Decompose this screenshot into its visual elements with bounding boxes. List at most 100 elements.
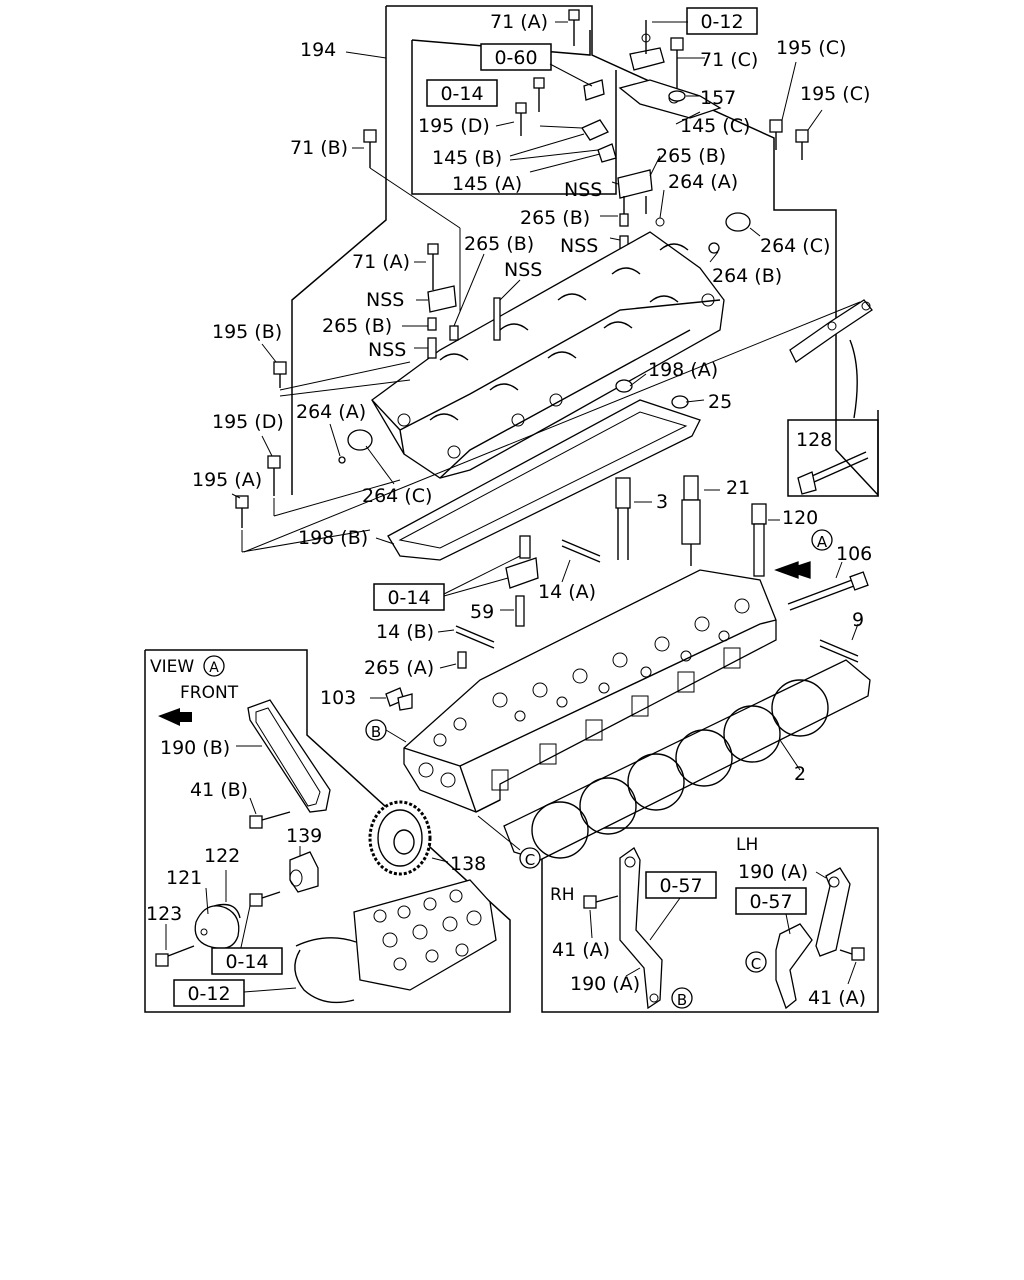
label-195b: 195 (B)	[212, 321, 282, 343]
ref-box-0-12-view: 0-12	[173, 979, 245, 1007]
marker-b-rh: B	[677, 991, 687, 1009]
label-71a-top: 71 (A)	[490, 11, 548, 33]
label-41a-rh: 41 (A)	[552, 939, 610, 961]
label-157: 157	[700, 87, 736, 109]
circle-c-marker	[519, 847, 541, 869]
label-front: FRONT	[180, 683, 239, 703]
label-128: 128	[796, 429, 832, 451]
label-264a-b: 264 (A)	[296, 401, 366, 423]
bracket-190a-rh	[619, 847, 663, 1010]
label-265b-c: 265 (B)	[464, 233, 534, 255]
bolt-41b	[249, 811, 291, 829]
bolt-195a	[235, 495, 249, 528]
label-2: 2	[794, 763, 806, 785]
label-122: 122	[204, 845, 240, 867]
ref-box-0-57-lh: 0-57	[735, 887, 807, 915]
circle-a-marker	[811, 529, 833, 551]
label-145b: 145 (B)	[432, 147, 502, 169]
dowel-59	[515, 595, 525, 627]
label-view-circle: A	[209, 660, 219, 676]
left-frame-line	[291, 6, 387, 495]
engine-lower-block	[294, 879, 497, 1004]
label-71a-mid: 71 (A)	[352, 251, 410, 273]
plug-264a-lower	[338, 456, 346, 464]
plug-103	[385, 687, 413, 711]
ref-box-0-14-view: 0-14	[211, 947, 283, 975]
label-25: 25	[708, 391, 732, 413]
label-121: 121	[166, 867, 202, 889]
seal-264c-upper	[725, 212, 751, 232]
plug-264b	[708, 242, 720, 254]
label-9: 9	[852, 609, 864, 631]
label-71c: 71 (C)	[700, 49, 758, 71]
front-arrow-icon	[158, 708, 192, 726]
callout-labels: 194 71 (A) 71 (C) 195 (C) 195 (C) 157 71…	[146, 11, 872, 1009]
label-41b: 41 (B)	[190, 779, 248, 801]
stud-14a	[561, 539, 601, 563]
pipe-bracket-right	[789, 299, 873, 363]
ref-0-57-lh: 0-57	[749, 891, 792, 913]
ref-box-0-60: 0-60	[480, 43, 552, 71]
ref-0-12-top: 0-12	[700, 11, 743, 33]
bolt-0-14-top	[533, 77, 545, 112]
label-106: 106	[836, 543, 872, 565]
label-3: 3	[656, 491, 668, 513]
label-nss-b: NSS	[560, 235, 598, 257]
label-264a-a: 264 (A)	[668, 171, 738, 193]
bolt-195b	[273, 361, 287, 388]
ref-0-14-top: 0-14	[440, 83, 483, 105]
label-190a-lh: 190 (A)	[738, 861, 808, 883]
label-195a: 195 (A)	[192, 469, 262, 491]
label-139: 139	[286, 825, 322, 847]
rh-lh-bracket-frame	[541, 827, 879, 1013]
label-265b-a: 265 (B)	[656, 145, 726, 167]
bolt-123	[155, 945, 195, 967]
label-14b: 14 (B)	[376, 621, 434, 643]
label-71b: 71 (B)	[290, 137, 348, 159]
label-41a-lh: 41 (A)	[808, 987, 866, 1009]
label-59: 59	[470, 601, 494, 623]
label-195d-b: 195 (D)	[212, 411, 284, 433]
label-264b: 264 (B)	[712, 265, 782, 287]
label-194: 194	[300, 39, 336, 61]
label-nss-d: NSS	[366, 289, 404, 311]
camshaft-cover-frame	[386, 5, 879, 497]
label-lh: LH	[736, 835, 758, 855]
circle-b-rh-marker	[671, 987, 693, 1009]
bracket-145a	[597, 143, 617, 163]
label-145a: 145 (A)	[452, 173, 522, 195]
ref-box-0-14-top: 0-14	[426, 79, 498, 107]
ref-0-57-rh: 0-57	[659, 875, 702, 897]
bolt-195d	[267, 455, 281, 496]
bolt-41a-lh	[839, 947, 865, 961]
bolt-41a-rh	[583, 895, 619, 909]
ref-0-60: 0-60	[494, 47, 537, 69]
head-bolt-3	[615, 477, 631, 560]
bolt-195c-a	[769, 61, 797, 150]
stud-9	[819, 639, 859, 663]
arrow-to-128	[849, 339, 858, 419]
bolt-120	[751, 503, 767, 577]
label-rh: RH	[550, 885, 575, 905]
ref-0-14-view: 0-14	[225, 951, 268, 973]
bracket-145b	[581, 119, 609, 141]
ref-0-14-mid: 0-14	[387, 587, 430, 609]
view-a-circle	[203, 655, 225, 677]
bolt-195d-top	[515, 102, 527, 136]
label-145c: 145 (C)	[680, 115, 750, 137]
cover-121	[194, 905, 240, 950]
label-195c-b: 195 (C)	[800, 83, 870, 105]
bolt-set-frame	[411, 30, 591, 56]
label-21: 21	[726, 477, 750, 499]
label-14a: 14 (A)	[538, 581, 596, 603]
label-nss-a: NSS	[564, 179, 602, 201]
camshaft-housing	[347, 231, 725, 479]
marker-c-lh: C	[751, 955, 761, 973]
stud-14b	[455, 625, 495, 649]
bush-139	[289, 851, 319, 893]
view-a-frame	[144, 649, 511, 1013]
ref-box-0-12-top: 0-12	[686, 7, 758, 35]
label-264c-a: 264 (C)	[760, 235, 830, 257]
cover-190b	[247, 699, 331, 813]
